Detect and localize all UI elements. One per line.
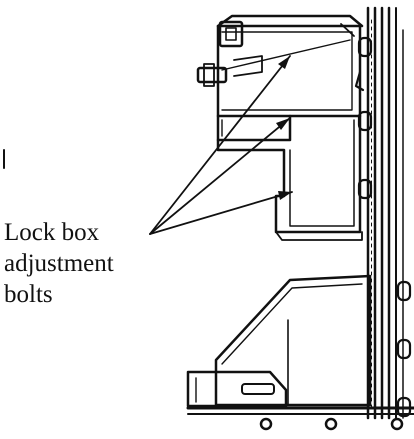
callout-line-3: bolts — [4, 281, 53, 308]
arrowheads — [276, 56, 292, 200]
callout-line-2: adjustment — [4, 250, 114, 277]
vertical-rail — [366, 6, 404, 420]
lower-housing — [186, 274, 372, 408]
callout-arrows — [149, 55, 293, 235]
door-latch — [196, 20, 244, 87]
callout-line-1: Lock box — [4, 219, 100, 246]
base-plate — [186, 406, 414, 431]
callout-label: Lock box adjustment bolts — [4, 217, 180, 310]
